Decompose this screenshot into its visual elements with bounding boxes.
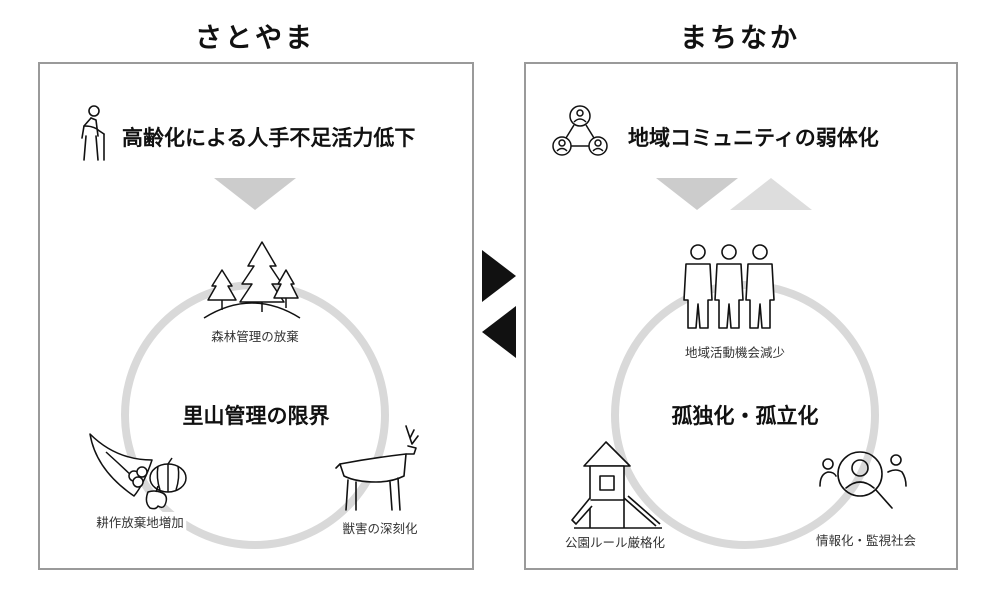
up-arrow-right: [730, 178, 812, 210]
community-network-icon: [552, 105, 608, 156]
three-people-icon: [683, 244, 775, 329]
right-panel-title: まちなか: [680, 23, 800, 54]
right-cause-text: 地域コミュニティの弱体化: [628, 126, 879, 150]
deer-icon: [335, 425, 419, 511]
left-pointing-arrow: [482, 306, 516, 358]
right-node-surveillance-label: 情報化・監視社会: [813, 530, 919, 549]
left-node-forest-label: 森林管理の放棄: [209, 326, 301, 345]
forest-icon: [203, 241, 301, 319]
cornucopia-icon: [89, 433, 187, 510]
left-cause-text: 高齢化による人手不足活力低下: [122, 126, 416, 150]
left-center-label: 里山管理の限界: [182, 404, 330, 428]
right-center-label: 孤独化・孤立化: [671, 404, 819, 428]
right-pointing-arrow: [482, 250, 516, 302]
left-node-wildlife-label: 獣害の深刻化: [340, 518, 420, 537]
playground-icon: [571, 441, 662, 529]
left-panel-title: さとやま: [195, 23, 315, 54]
left-node-farmland-label: 耕作放棄地増加: [94, 512, 186, 531]
right-node-park-label: 公園ルール厳格化: [562, 532, 668, 551]
elderly-person-icon: [81, 105, 105, 161]
right-cycle-ring: [611, 281, 879, 549]
down-arrow: [214, 178, 296, 210]
surveillance-icon: [819, 451, 907, 509]
right-node-activity-label: 地域活動機会減少: [682, 342, 788, 361]
down-arrow-right: [656, 178, 738, 210]
